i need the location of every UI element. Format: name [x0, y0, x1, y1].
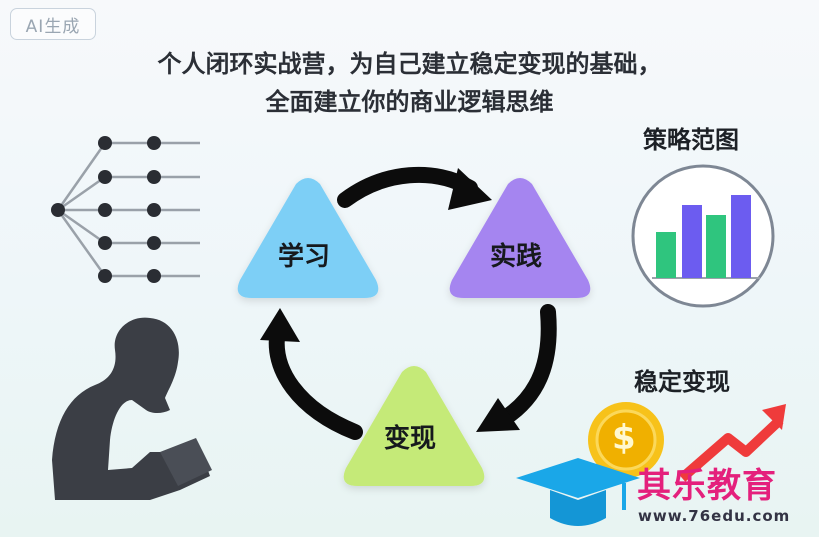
monetize-side-label: 稳定变现 [634, 368, 730, 396]
title-line-1: 个人闭环实战营，为自己建立稳定变现的基础， [157, 50, 662, 78]
bar-chart-icon [631, 164, 775, 308]
monetize-triangle [343, 366, 485, 486]
person-reading-icon [52, 317, 212, 500]
practice-label: 实践 [490, 242, 543, 272]
monetize-label: 变现 [384, 424, 437, 454]
ai-generated-badge: AI生成 [10, 8, 96, 40]
learn-label: 学习 [278, 242, 331, 272]
title-line-2: 全面建立你的商业逻辑思维 [265, 88, 554, 116]
practice-triangle [449, 178, 591, 298]
graduation-cap-icon [516, 458, 640, 526]
strategy-label: 策略范图 [643, 126, 739, 154]
brand-name: 其乐教育 [637, 466, 777, 506]
cycle-arrows [260, 166, 557, 440]
dollar-symbol: $ [612, 418, 636, 458]
learn-triangle [237, 178, 379, 298]
brand-url: www.76edu.com [638, 507, 791, 525]
network-tree-icon [51, 136, 200, 283]
rising-arrow-icon [678, 404, 786, 482]
dollar-coin-icon [588, 402, 664, 478]
